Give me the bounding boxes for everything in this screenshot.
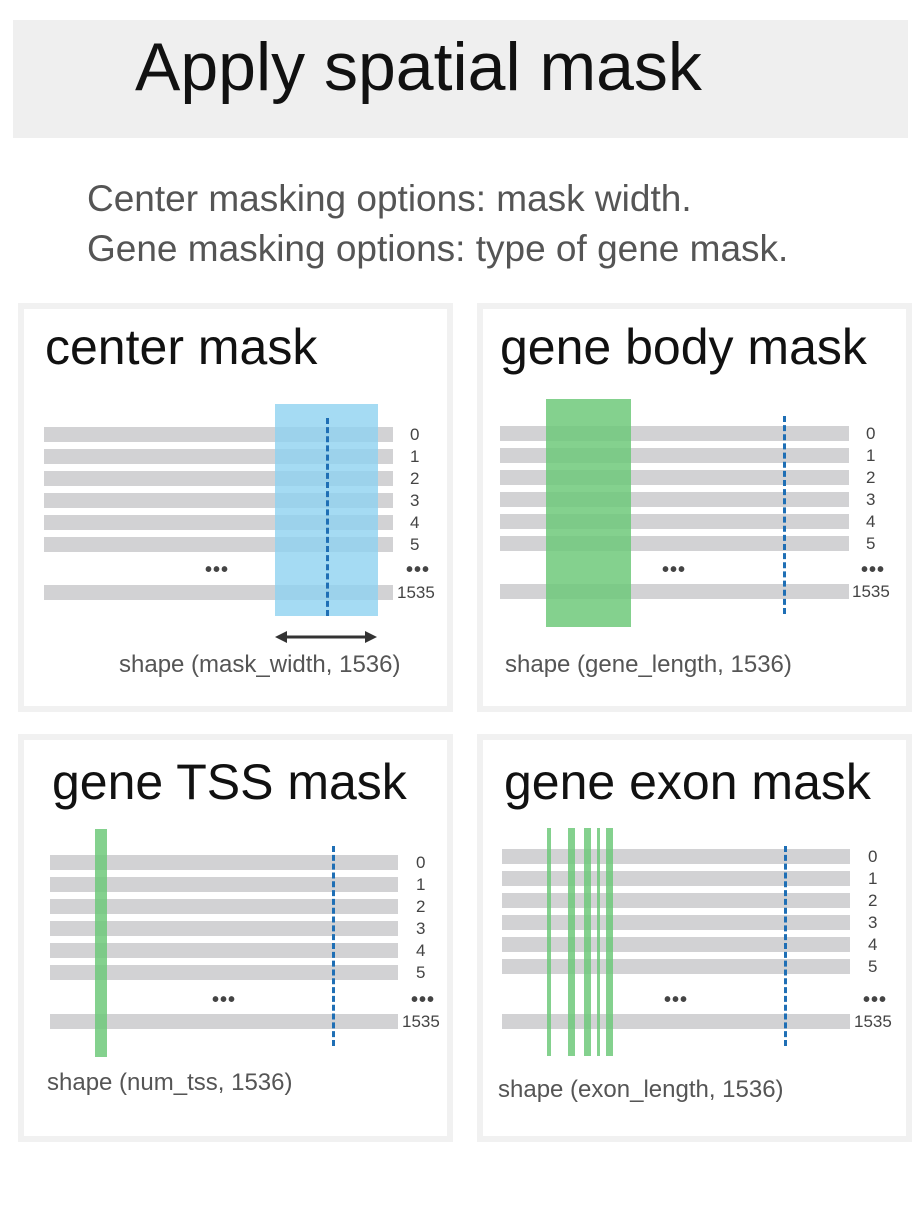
sequence-row-bar [50, 943, 398, 958]
ellipsis: ••• [861, 559, 886, 581]
sequence-row-bar [502, 1014, 850, 1029]
panel-title: gene exon mask [504, 754, 871, 810]
panel-gene-TSS-mask [18, 734, 453, 1142]
sequence-row-bar [50, 965, 398, 980]
sequence-row-bar [50, 1014, 398, 1029]
sequence-row-bar [502, 959, 850, 974]
shape-label: shape (mask_width, 1536) [119, 651, 401, 678]
center-dashed-line [783, 416, 786, 614]
panel-title: gene TSS mask [52, 754, 407, 810]
sequence-row-bar [502, 893, 850, 908]
row-label: 2 [866, 468, 876, 487]
ellipsis: ••• [664, 989, 689, 1011]
row-label: 0 [410, 425, 420, 444]
mask-region [547, 828, 551, 1056]
sequence-row-bar [50, 899, 398, 914]
shape-label: shape (exon_length, 1536) [498, 1076, 784, 1103]
row-label: 4 [410, 513, 420, 532]
subtitle-line: Gene masking options: type of gene mask. [87, 228, 789, 269]
row-label: 5 [410, 535, 420, 554]
mask-region [584, 828, 591, 1056]
row-label: 4 [868, 935, 878, 954]
sequence-row-bar [502, 871, 850, 886]
sequence-row-bar [502, 915, 850, 930]
row-label: 1 [866, 446, 876, 465]
ellipsis: ••• [205, 559, 230, 581]
row-label: 3 [868, 913, 878, 932]
ellipsis: ••• [411, 989, 436, 1011]
row-label: 1535 [854, 1012, 892, 1031]
sequence-row-bar [50, 855, 398, 870]
row-label: 3 [410, 491, 420, 510]
row-label: 1 [416, 875, 426, 894]
mask-region [568, 828, 575, 1056]
row-label: 1535 [852, 582, 890, 601]
ellipsis: ••• [662, 559, 687, 581]
center-dashed-line [326, 418, 329, 616]
panel-title: gene body mask [500, 319, 867, 375]
row-label: 4 [416, 941, 426, 960]
row-label: 1535 [397, 583, 435, 602]
shape-label: shape (gene_length, 1536) [505, 651, 792, 678]
title-bar [13, 20, 908, 138]
row-label: 2 [416, 897, 426, 916]
row-label: 5 [868, 957, 878, 976]
sequence-row-bar [50, 921, 398, 936]
ellipsis: ••• [406, 559, 431, 581]
row-label: 1 [410, 447, 420, 466]
subtitle-line: Center masking options: mask width. [87, 178, 692, 219]
mask-region [546, 399, 631, 627]
sequence-row-bar [502, 849, 850, 864]
mask-region [95, 829, 107, 1057]
row-label: 5 [866, 534, 876, 553]
row-label: 3 [416, 919, 426, 938]
row-label: 0 [868, 847, 878, 866]
row-label: 1535 [402, 1012, 440, 1031]
double-arrow-icon [275, 629, 377, 645]
row-label: 2 [410, 469, 420, 488]
center-dashed-line [332, 846, 335, 1046]
row-label: 4 [866, 512, 876, 531]
row-label: 0 [416, 853, 426, 872]
mask-region [606, 828, 613, 1056]
ellipsis: ••• [863, 989, 888, 1011]
row-label: 5 [416, 963, 426, 982]
panel-title: center mask [45, 319, 318, 375]
center-dashed-line [784, 846, 787, 1046]
shape-label: shape (num_tss, 1536) [47, 1069, 293, 1096]
row-label: 1 [868, 869, 878, 888]
row-label: 2 [868, 891, 878, 910]
row-label: 0 [866, 424, 876, 443]
sequence-row-bar [502, 937, 850, 952]
figure-title: Apply spatial mask [135, 29, 702, 105]
ellipsis: ••• [212, 989, 237, 1011]
mask-region [597, 828, 600, 1056]
row-label: 3 [866, 490, 876, 509]
sequence-row-bar [50, 877, 398, 892]
